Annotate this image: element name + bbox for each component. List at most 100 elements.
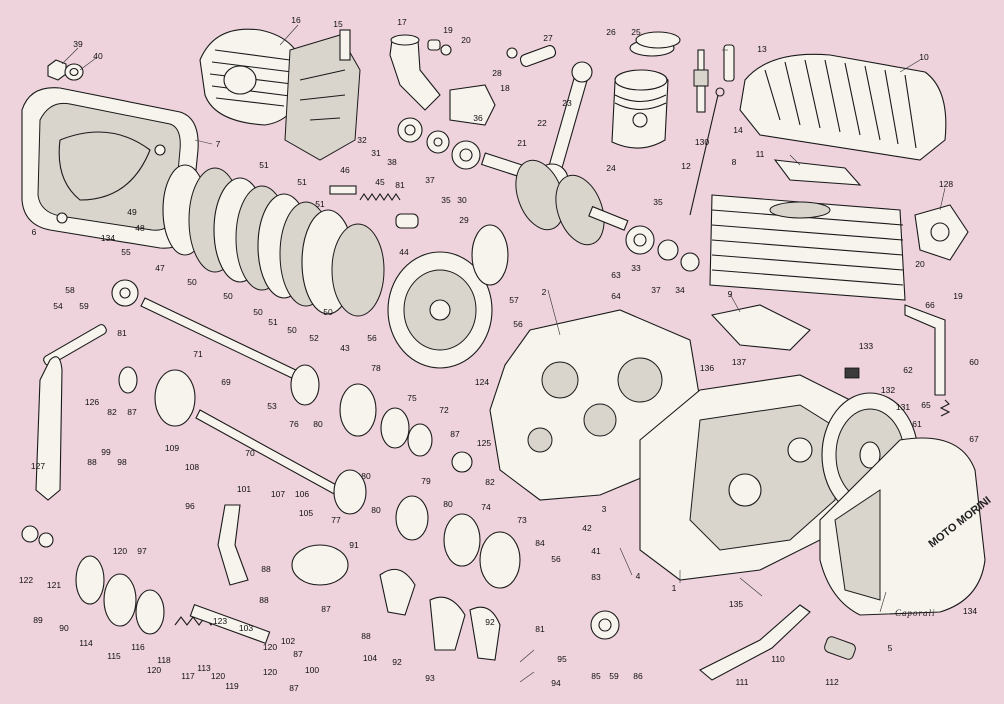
callout-95: 95 xyxy=(557,653,567,664)
carburettor xyxy=(284,29,361,161)
callout-31: 31 xyxy=(371,147,381,158)
callout-121: 121 xyxy=(46,579,62,590)
callout-51: 51 xyxy=(315,198,325,209)
callout-92: 92 xyxy=(485,616,495,627)
callout-96: 96 xyxy=(185,500,195,511)
callout-51: 51 xyxy=(268,316,278,327)
callout-84: 84 xyxy=(535,537,545,548)
callout-41: 41 xyxy=(591,545,601,556)
callout-128: 128 xyxy=(938,178,954,189)
callout-4: 4 xyxy=(635,570,641,581)
callout-28: 28 xyxy=(492,67,502,78)
callout-9: 9 xyxy=(727,288,733,299)
callout-6: 6 xyxy=(31,226,37,237)
base-gasket xyxy=(710,304,811,351)
callout-21: 21 xyxy=(517,137,527,148)
shift-shaft xyxy=(904,304,951,417)
callout-15: 15 xyxy=(333,18,343,29)
cylinder-stud xyxy=(689,94,719,216)
callout-89: 89 xyxy=(33,614,43,625)
callout-49: 49 xyxy=(127,206,137,217)
callout-37: 37 xyxy=(425,174,435,185)
callout-85: 85 xyxy=(591,670,601,681)
gear-cluster xyxy=(118,364,521,589)
callout-137: 137 xyxy=(731,356,747,367)
exhaust-gasket xyxy=(914,204,969,261)
callout-134: 134 xyxy=(100,232,116,243)
callout-52: 52 xyxy=(309,332,319,343)
crankcase-right-half xyxy=(639,374,861,581)
callout-67: 67 xyxy=(969,433,979,444)
callout-47: 47 xyxy=(155,262,165,273)
callout-114: 114 xyxy=(79,637,93,648)
callout-17: 17 xyxy=(397,16,407,27)
callout-87: 87 xyxy=(289,682,299,693)
callout-42: 42 xyxy=(582,522,592,533)
callout-87: 87 xyxy=(127,406,137,417)
callout-135: 135 xyxy=(728,598,744,609)
callout-59: 59 xyxy=(79,300,89,311)
callout-118: 118 xyxy=(157,654,171,665)
callout-2: 2 xyxy=(541,286,547,297)
artist-signature: Caporali xyxy=(895,608,936,618)
callout-35: 35 xyxy=(441,194,451,205)
callout-44: 44 xyxy=(399,246,409,257)
callout-54: 54 xyxy=(53,300,63,311)
callout-131: 131 xyxy=(895,401,911,412)
callout-81: 81 xyxy=(395,179,405,190)
callout-5: 5 xyxy=(887,642,893,653)
callout-80: 80 xyxy=(313,418,323,429)
callout-56: 56 xyxy=(513,318,523,329)
callout-81: 81 xyxy=(535,623,545,634)
callout-122: 122 xyxy=(18,574,34,585)
callout-50: 50 xyxy=(253,306,263,317)
callout-61: 61 xyxy=(912,418,922,429)
callout-50: 50 xyxy=(323,306,333,317)
callout-18: 18 xyxy=(500,82,510,93)
cylinder-head xyxy=(739,53,947,161)
callout-83: 83 xyxy=(591,571,601,582)
callout-76: 76 xyxy=(289,418,299,429)
callout-8: 8 xyxy=(731,156,737,167)
callout-110: 110 xyxy=(771,653,785,664)
gear-lever xyxy=(699,604,811,681)
kickstart-shaft xyxy=(75,555,271,645)
washer-14 xyxy=(715,87,725,97)
callout-79: 79 xyxy=(421,475,431,486)
callout-34: 34 xyxy=(675,284,685,295)
callout-108: 108 xyxy=(184,461,200,472)
callout-97: 97 xyxy=(137,545,147,556)
bearings xyxy=(111,117,700,307)
piston-rings xyxy=(629,31,681,57)
piston-pin xyxy=(519,45,557,67)
callout-101: 101 xyxy=(236,483,252,494)
cylinder xyxy=(709,194,906,301)
callout-107: 107 xyxy=(270,488,286,499)
gear-lever-rubber xyxy=(824,636,856,660)
callout-16: 16 xyxy=(291,14,301,25)
callout-64: 64 xyxy=(611,290,621,301)
callout-50: 50 xyxy=(287,324,297,335)
callout-126: 126 xyxy=(84,396,100,407)
callout-46: 46 xyxy=(340,164,350,175)
nut-and-washer xyxy=(47,59,84,81)
callout-100: 100 xyxy=(304,664,320,675)
gearbox-shafts xyxy=(140,297,361,507)
callout-22: 22 xyxy=(537,117,547,128)
callout-19: 19 xyxy=(443,24,453,35)
callout-12: 12 xyxy=(681,160,691,171)
callout-69: 69 xyxy=(221,376,231,387)
callout-51: 51 xyxy=(297,176,307,187)
sprocket xyxy=(590,610,620,640)
callout-32: 32 xyxy=(357,134,367,145)
callout-113: 113 xyxy=(197,662,211,673)
callout-87: 87 xyxy=(293,648,303,659)
callout-93: 93 xyxy=(425,672,435,683)
circlip-28 xyxy=(506,47,518,59)
dowel-13 xyxy=(723,44,735,82)
callout-7: 7 xyxy=(215,138,221,149)
callout-120: 120 xyxy=(146,664,162,675)
callout-53: 53 xyxy=(267,400,277,411)
callout-123: 123 xyxy=(212,615,228,626)
